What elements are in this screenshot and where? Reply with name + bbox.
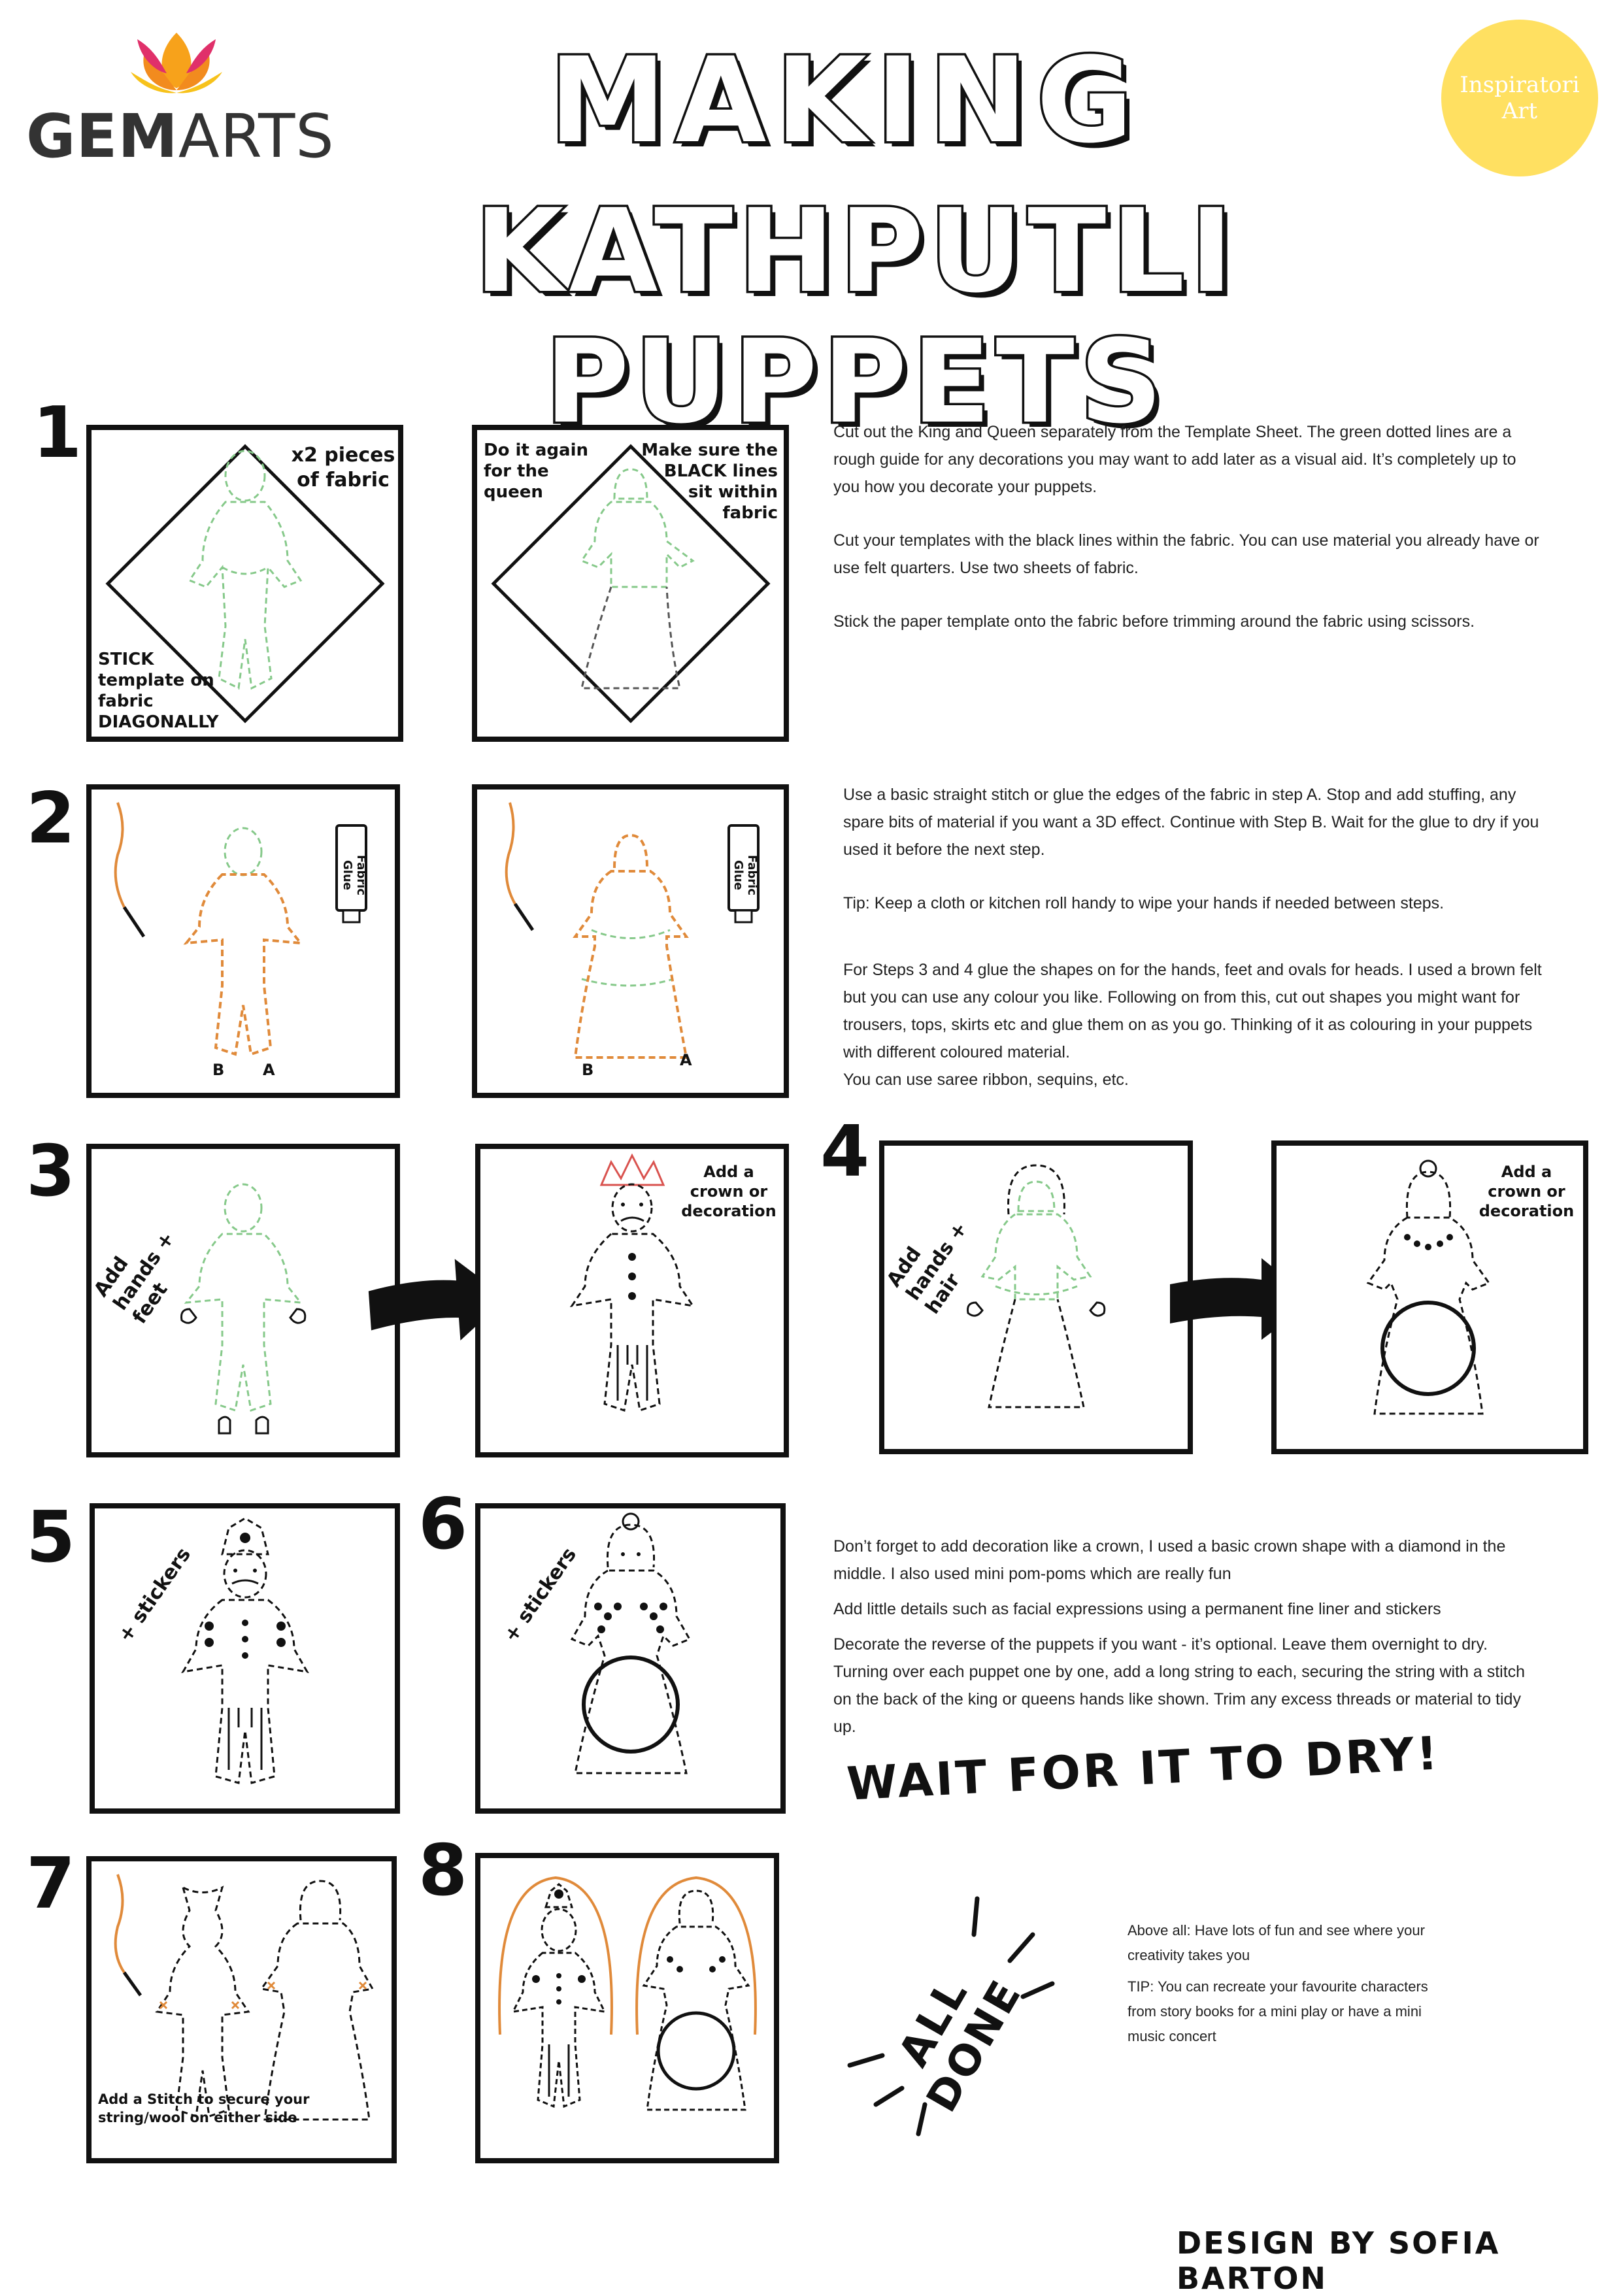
crown-icon <box>599 1153 665 1186</box>
final-paragraph-2: TIP: You can recreate your favourite cha… <box>1128 1978 1428 2044</box>
needle-icon <box>505 802 535 931</box>
step2-panel-king: Fabric Glue B A <box>86 784 400 1098</box>
crown-icon <box>221 1517 269 1556</box>
step5-paragraph-2: Add little details such as facial expres… <box>833 1600 1441 1618</box>
label-stick-template: STICK template on fabric DIAGONALLY <box>98 650 219 732</box>
label-b-king: B <box>212 1061 225 1079</box>
step1-paragraph-3: Stick the paper template onto the fabric… <box>833 612 1475 631</box>
step6-panel-queen: + stickers <box>475 1503 786 1814</box>
step3-panel-after: Add a crown or decoration <box>475 1144 789 1457</box>
label-do-it-again: Do it again for the queen <box>484 441 589 502</box>
step-number-4: 4 <box>820 1111 870 1193</box>
step-number-5: 5 <box>26 1497 76 1578</box>
step-number-2: 2 <box>26 778 76 859</box>
step4-panel-before: Add hands + hair <box>879 1140 1193 1454</box>
label-x2-pieces: x2 pieces of fabric <box>291 444 395 491</box>
step-number-8: 8 <box>418 1830 468 1912</box>
gemarts-logo: GEMARTS <box>26 26 335 176</box>
step1-paragraph-2: Cut your templates with the black lines … <box>833 531 1539 577</box>
step8-panel <box>475 1853 779 2163</box>
page-title-line1: MAKING <box>547 33 1143 169</box>
fabric-glue-icon <box>335 824 367 923</box>
label-make-sure: Make sure the BLACK lines sit within fab… <box>641 441 778 523</box>
needle-icon <box>114 1874 142 1997</box>
page-title-line2: KATHPUTLI PUPPETS <box>473 184 1238 450</box>
step-number-3: 3 <box>26 1131 76 1212</box>
step5-instructions: Don’t forget to add decoration like a cr… <box>833 1533 1546 1767</box>
final-tips: Above all: Have lots of fun and see wher… <box>1128 1918 1435 2075</box>
lotus-icon <box>131 33 222 93</box>
step-number-7: 7 <box>26 1843 76 1925</box>
step-number-1: 1 <box>33 392 82 474</box>
label-a-king: A <box>263 1061 275 1079</box>
label-a-queen: A <box>680 1051 692 1069</box>
badge-line2: Art <box>1501 98 1538 124</box>
design-credit: DESIGN BY SOFIA BARTON <box>1177 2225 1501 2296</box>
step2-paragraph-2: Tip: Keep a cloth or kitchen roll handy … <box>843 894 1445 912</box>
step-number-6: 6 <box>418 1484 468 1565</box>
step7-panel: Add a Stitch to secure your string/wool … <box>86 1856 397 2163</box>
label-add-stitch: Add a Stitch to secure your string/wool … <box>98 2091 310 2125</box>
step5-paragraph-1: Don’t forget to add decoration like a cr… <box>833 1537 1506 1583</box>
step1-paragraph-1: Cut out the King and Queen separately fr… <box>833 423 1516 496</box>
fabric-glue-icon <box>727 824 760 923</box>
label-b-queen: B <box>582 1061 594 1079</box>
step2-paragraph-3: For Steps 3 and 4 glue the shapes on for… <box>843 961 1542 1061</box>
step2-panel-queen: Fabric Glue B A <box>472 784 789 1098</box>
step5-panel-king: + stickers <box>90 1503 400 1814</box>
inspiratori-art-badge: Inspiratori Art <box>1441 20 1598 176</box>
step3-panel-before: Add hands + feet <box>86 1144 400 1457</box>
all-done-burst: ALL DONE <box>837 1889 1085 2137</box>
step5-paragraph-3: Decorate the reverse of the puppets if y… <box>833 1635 1526 1736</box>
label-add-crown-queen: Add a crown or decoration <box>1479 1163 1575 1220</box>
step4-panel-after: Add a crown or decoration <box>1271 1140 1588 1454</box>
step2-instructions: Use a basic straight stitch or glue the … <box>843 781 1556 1120</box>
step2-paragraph-4: You can use saree ribbon, sequins, etc. <box>843 1071 1129 1089</box>
fabric-glue-label: Fabric Glue <box>341 855 368 895</box>
step2-paragraph-1: Use a basic straight stitch or glue the … <box>843 786 1539 859</box>
label-add-crown-king: Add a crown or decoration <box>681 1163 777 1220</box>
needle-icon <box>114 802 146 938</box>
final-paragraph-1: Above all: Have lots of fun and see wher… <box>1128 1922 1425 1963</box>
arrow-right-icon <box>365 1259 507 1341</box>
logo-text-bold: GEM <box>26 101 178 171</box>
step1-panel-king: x2 pieces of fabric STICK template on fa… <box>86 425 403 742</box>
logo-text-light: ARTS <box>178 101 335 171</box>
badge-line1: Inspiratori <box>1460 72 1580 98</box>
fabric-glue-label: Fabric Glue <box>731 855 759 895</box>
step1-instructions: Cut out the King and Queen separately fr… <box>833 418 1546 661</box>
step1-panel-queen: Do it again for the queen Make sure the … <box>472 425 789 742</box>
